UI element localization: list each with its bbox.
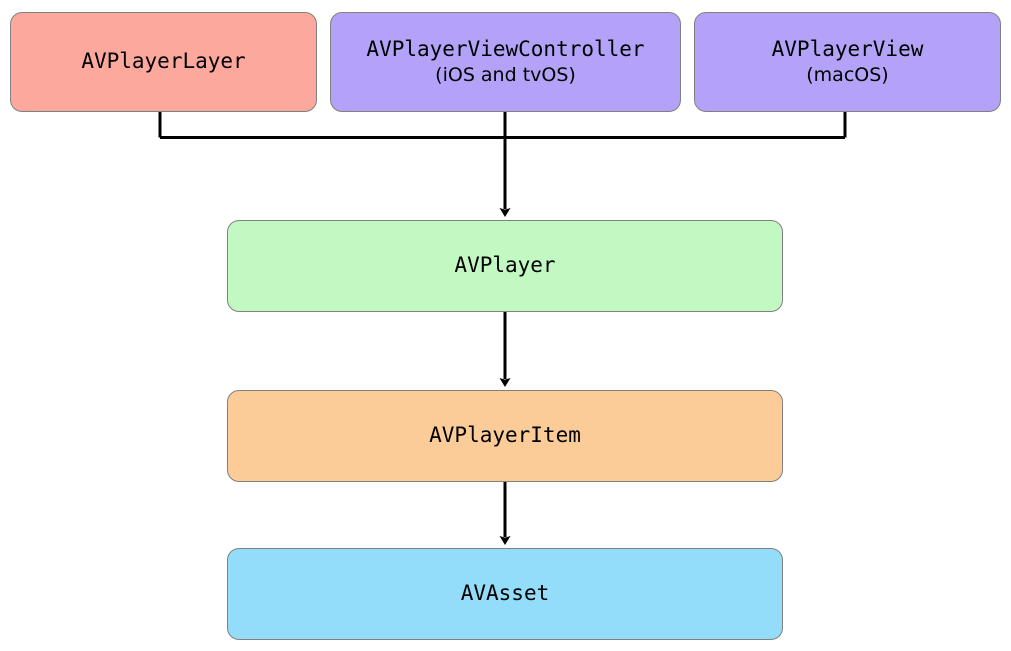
node-avplayerlayer[interactable]: AVPlayerLayer: [10, 12, 317, 112]
node-avplayerview-title: AVPlayerView: [771, 37, 924, 62]
node-avasset[interactable]: AVAsset: [227, 548, 783, 640]
node-avplayerviewcontroller-title: AVPlayerViewController: [366, 37, 645, 62]
node-avplayerview-subtitle: (macOS): [806, 63, 889, 86]
node-avasset-title: AVAsset: [460, 581, 550, 606]
node-avplayerlayer-title: AVPlayerLayer: [81, 49, 246, 74]
node-avplayer-title: AVPlayer: [454, 253, 556, 278]
node-avplayer[interactable]: AVPlayer: [227, 220, 783, 312]
node-avplayerviewcontroller[interactable]: AVPlayerViewController (iOS and tvOS): [330, 12, 681, 112]
node-avplayerview[interactable]: AVPlayerView (macOS): [694, 12, 1001, 112]
node-avplayerviewcontroller-subtitle: (iOS and tvOS): [435, 63, 576, 86]
node-avplayeritem-title: AVPlayerItem: [429, 423, 581, 448]
node-avplayeritem[interactable]: AVPlayerItem: [227, 390, 783, 482]
